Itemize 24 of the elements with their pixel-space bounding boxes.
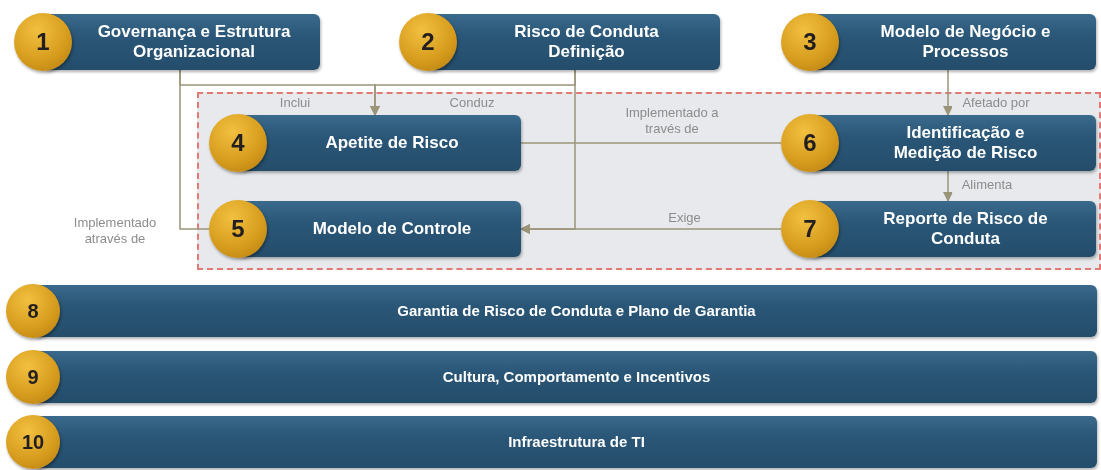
number-badge: 7 [781, 200, 839, 258]
connector-arrow [942, 69, 954, 117]
number-badge: 9 [6, 350, 60, 404]
step-title: Modelo de Negócio e Processos [879, 22, 1052, 62]
number-badge: 1 [14, 13, 72, 71]
number-badge: 6 [781, 114, 839, 172]
connector-arrow [519, 223, 782, 235]
step-title: Garantia de Risco de Conduta e Plano de Garantia [397, 302, 756, 320]
step-title: Governança e Estrutura Organizacional [96, 22, 292, 62]
step-title: Modelo de Controle [312, 219, 472, 239]
step-title: Cultura, Comportamento e Incentivos [442, 368, 711, 386]
step-title: Risco de Conduta Definição [513, 22, 660, 62]
number-badge: 3 [781, 13, 839, 71]
number-badge: 4 [209, 114, 267, 172]
number-badge: 8 [6, 284, 60, 338]
number-badge: 10 [6, 415, 60, 469]
number-badge: 5 [209, 200, 267, 258]
dashed-group-area [197, 92, 1101, 270]
step-title: Identificação e Medição de Risco [892, 123, 1039, 163]
step-title: Reporte de Risco de Conduta [882, 209, 1049, 249]
number-badge: 2 [399, 13, 457, 71]
step-title: Infraestrutura de TI [508, 433, 645, 451]
step-title: Apetite de Risco [325, 133, 459, 153]
connector-arrow [942, 170, 954, 203]
